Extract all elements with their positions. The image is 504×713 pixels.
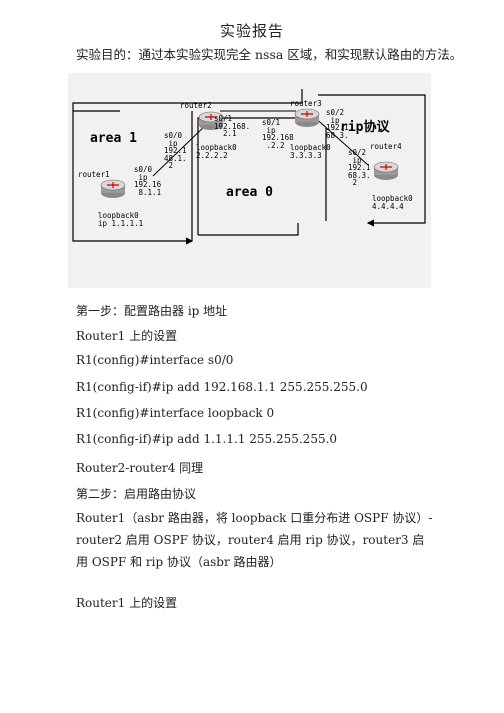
- router3-label: router3: [290, 99, 322, 108]
- experiment-purpose: 实验目的：通过本实验实现完全 nssa 区域，和实现默认路由的方法。: [76, 47, 463, 62]
- router4-icon: [373, 161, 399, 180]
- rip-label: rip协议: [340, 120, 390, 135]
- command-line: R1(config-if)#ip add 192.168.1.1 255.255…: [76, 380, 368, 394]
- top-boundary: [72, 89, 303, 111]
- command-line: R1(config-if)#ip add 1.1.1.1 255.255.255…: [76, 432, 338, 446]
- step2-heading: 第二步：启用路由协议: [76, 487, 197, 501]
- area1-label: area 1: [90, 131, 137, 146]
- router3-icon: [294, 108, 320, 127]
- step1-heading: 第一步：配置路由器 ip 地址: [76, 304, 228, 318]
- area0-bottom: [198, 223, 299, 236]
- r4-s02-label: s0/2 ip 192.1 68.3. 2: [348, 148, 371, 187]
- router1-setup-label-2: Router1 上的设置: [76, 596, 178, 610]
- r2-loopback-label: loopback0 2.2.2.2: [196, 143, 237, 160]
- area0-boundary: [197, 114, 304, 235]
- same-config-note: Router2-router4 同理: [76, 461, 204, 475]
- page-title: 实验报告: [219, 22, 284, 40]
- topology-lines: [72, 89, 426, 245]
- r3-s01-label: s0/1 ip 192.168 .2.2: [262, 118, 294, 150]
- router4-label: router4: [370, 142, 402, 151]
- routing-protocol-description: Router1（asbr 路由器，将 loopback 口重分布进 OSPF 协…: [76, 511, 433, 569]
- r3-loopback-label: loopback0 3.3.3.3: [290, 143, 331, 160]
- network-topology-diagram: area 1 area 0 rip协议 router1 router2 rout…: [68, 73, 431, 288]
- area1-boundary: [72, 110, 194, 245]
- router2-icon: [198, 111, 224, 130]
- command-line: R1(config)#interface loopback 0: [76, 406, 275, 420]
- link-r3-r4: [311, 114, 369, 166]
- command-line: R1(config)#interface s0/0: [76, 353, 234, 367]
- router1-setup-label: Router1 上的设置: [76, 329, 178, 343]
- r1-loopback-label: loopback0 ip 1.1.1.1: [98, 211, 144, 228]
- area0-label: area 0: [226, 185, 273, 200]
- r4-loopback-label: loopback0 4.4.4.4: [372, 194, 413, 211]
- r3-s02-label: s0/2 ip 192.1 68.3.: [326, 108, 349, 140]
- link-r1-r2: [152, 122, 209, 177]
- router1-label: router1: [78, 170, 110, 179]
- router1-icon: [100, 179, 126, 198]
- r1-s00-label: s0/0 ip 192.16 8.1.1: [134, 165, 162, 197]
- r2-s01-label: s0/1 192.168. 2.1: [214, 114, 251, 138]
- r2-s00-label: s0/0 ip 192.1 48.1. 2: [164, 131, 187, 170]
- router2-label: router2: [180, 101, 212, 110]
- rip-boundary: [318, 94, 426, 227]
